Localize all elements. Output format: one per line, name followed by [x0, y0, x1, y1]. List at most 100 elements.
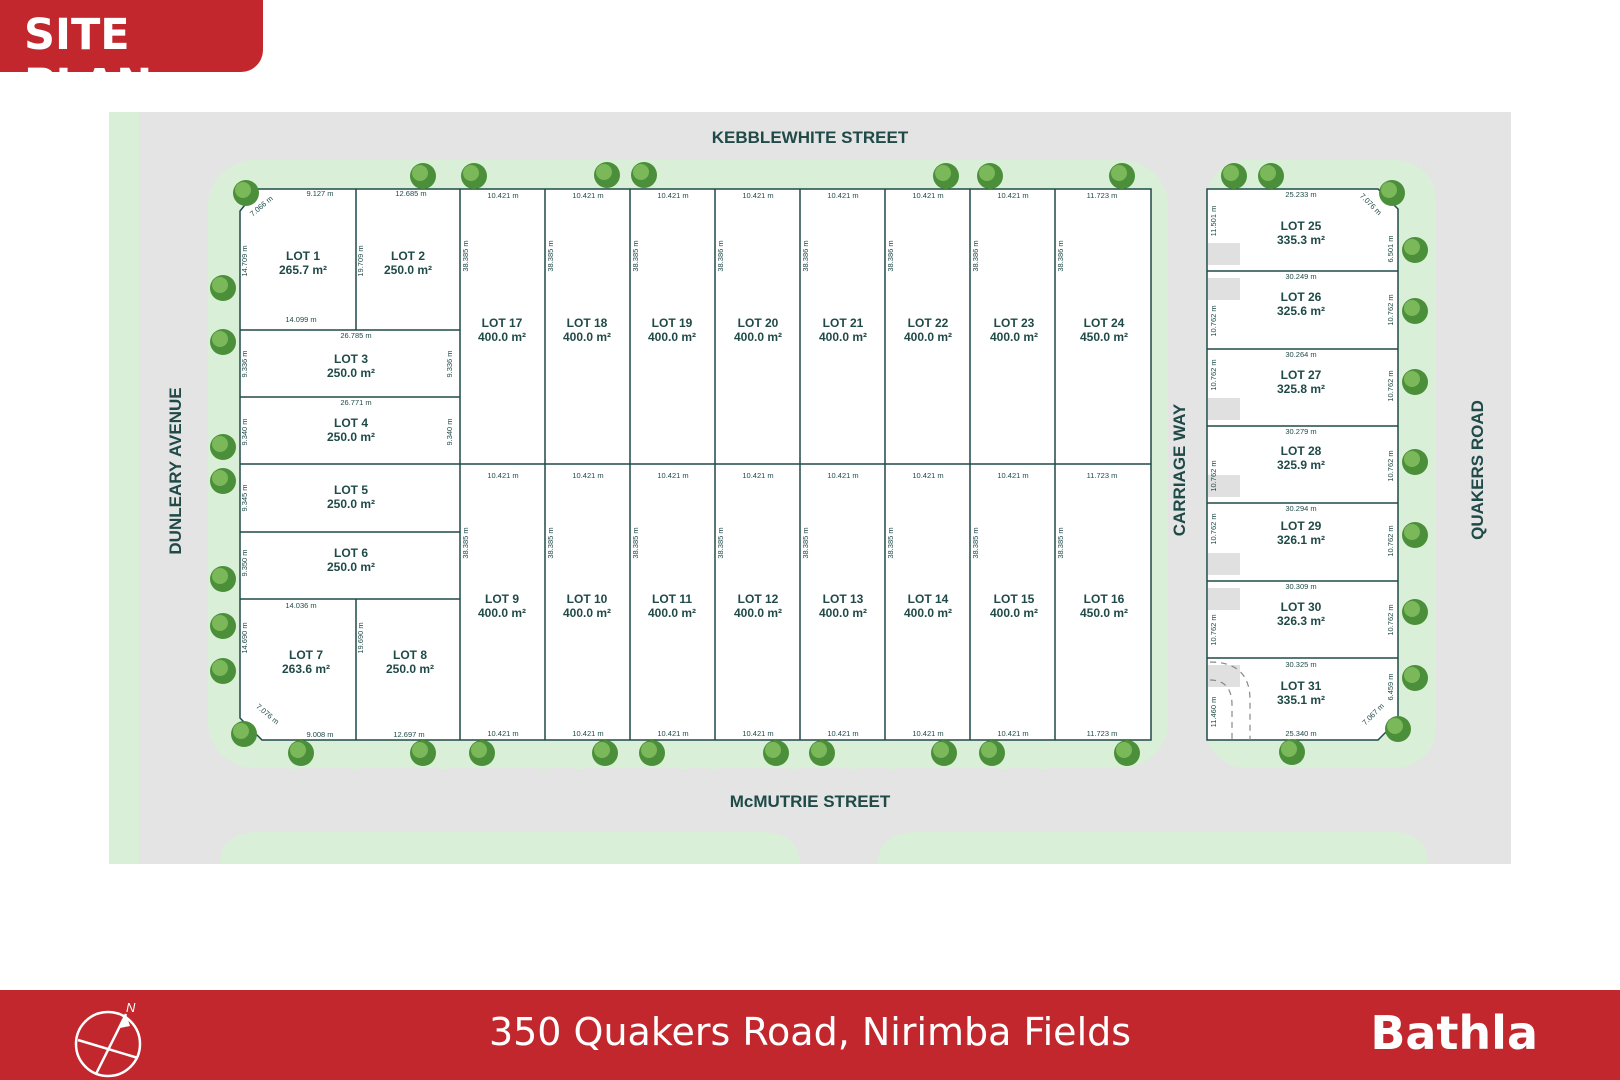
dimension-label: 10.421 m [997, 471, 1028, 480]
lot-area-label: 450.0 m² [1080, 330, 1128, 344]
lot-name-label: LOT 7 [289, 648, 323, 662]
dimension-label: 38.386 m [1056, 240, 1065, 271]
site-plan-title-badge: SITE PLAN [0, 0, 263, 110]
compass-north-label: N [126, 1000, 136, 1015]
driveway-pads [1208, 243, 1240, 687]
dimension-label: 10.762 m [1209, 460, 1218, 491]
dimension-label: 26.785 m [340, 331, 371, 340]
dimension-label: 14.036 m [285, 601, 316, 610]
street-label-middle: CARRIAGE WAY [1170, 403, 1189, 536]
dimension-label: 12.697 m [393, 730, 424, 739]
verge-tick [440, 741, 448, 769]
lot-name-label: LOT 19 [652, 316, 693, 330]
lot-name-label: LOT 20 [738, 316, 779, 330]
verge-tick [680, 741, 688, 769]
dimension-label: 12.685 m [395, 189, 426, 198]
dimension-label: 9.336 m [445, 350, 454, 377]
street-label-north: KEBBLEWHITE STREET [712, 128, 909, 147]
lot-name-label: LOT 22 [908, 316, 949, 330]
dimension-label: 30.325 m [1285, 660, 1316, 669]
dimension-label: 38.385 m [801, 527, 810, 558]
dimension-label: 11.460 m [1209, 697, 1218, 728]
dimension-label: 38.386 m [801, 240, 810, 271]
site-plan-map: KEBBLEWHITE STREET McMUTRIE STREET DUNLE… [109, 112, 1511, 864]
lot-area-label: 400.0 m² [478, 606, 526, 620]
lot-lines [240, 189, 1398, 740]
dimension-label: 38.385 m [546, 527, 555, 558]
lot-name-label: LOT 3 [334, 352, 368, 366]
dimension-label: 38.386 m [971, 240, 980, 271]
dimension-label: 19.690 m [356, 622, 365, 653]
lot-area-label: 400.0 m² [990, 330, 1038, 344]
tree-icon [210, 658, 236, 684]
dimension-label: 9.336 m [240, 350, 249, 377]
tree-icon [592, 740, 618, 766]
verge-tick [540, 741, 548, 769]
street-label-west: DUNLEARY AVENUE [166, 387, 185, 554]
dimension-label: 9.340 m [240, 418, 249, 445]
tree-icon [977, 163, 1003, 189]
dimension-label: 38.385 m [631, 527, 640, 558]
lot-name-label: LOT 24 [1084, 316, 1125, 330]
dimension-label: 9.350 m [240, 549, 249, 576]
north-compass-icon: N [74, 1000, 142, 1078]
verge-tick [575, 160, 583, 188]
lot-area-label: 335.3 m² [1277, 233, 1325, 247]
lot-area-label: 400.0 m² [819, 330, 867, 344]
lot-name-label: LOT 13 [823, 592, 864, 606]
tree-icon [1402, 449, 1428, 475]
verge-tick [850, 741, 858, 769]
dimension-label: 11.723 m [1087, 471, 1118, 480]
dimension-label: 9.340 m [445, 418, 454, 445]
lot-name-label: LOT 10 [567, 592, 608, 606]
street-label-south: McMUTRIE STREET [730, 792, 891, 811]
verge-tick [350, 160, 358, 188]
lot-name-label: LOT 2 [391, 249, 425, 263]
tree-icon [288, 740, 314, 766]
dimension-label: 38.385 m [716, 527, 725, 558]
dimension-label: 10.421 m [742, 729, 773, 738]
tree-icon [210, 468, 236, 494]
dimension-label: 10.421 m [487, 471, 518, 480]
dimension-label: 14.690 m [240, 622, 249, 653]
dimension-label: 10.421 m [912, 191, 943, 200]
tree-icon [809, 740, 835, 766]
tree-icon [210, 275, 236, 301]
tree-icon [1221, 163, 1247, 189]
verge-tick [575, 741, 583, 769]
lot-area-label: 263.6 m² [282, 662, 330, 676]
lot-area-label: 400.0 m² [648, 606, 696, 620]
page-title: SITE PLAN [24, 10, 153, 110]
dimension-label: 6.501 m [1386, 235, 1395, 262]
lot-name-label: LOT 1 [286, 249, 320, 263]
south-verge-right [878, 832, 1428, 864]
verge-tick [850, 160, 858, 188]
lot-area-label: 250.0 m² [386, 662, 434, 676]
lot-area-label: 326.1 m² [1277, 533, 1325, 547]
dimension-label: 19.709 m [356, 245, 365, 276]
dimension-label: 10.762 m [1386, 294, 1395, 325]
tree-icon [1402, 522, 1428, 548]
tree-icon [1114, 740, 1140, 766]
lot-name-label: LOT 17 [482, 316, 523, 330]
dimension-label: 38.385 m [546, 240, 555, 271]
verge-tick [710, 741, 718, 769]
dimension-label: 10.421 m [997, 191, 1028, 200]
dimension-label: 10.421 m [572, 729, 603, 738]
dimension-label: 10.421 m [742, 191, 773, 200]
lot-name-label: LOT 23 [994, 316, 1035, 330]
lot-area-label: 450.0 m² [1080, 606, 1128, 620]
dimension-label: 14.709 m [240, 245, 249, 276]
dimension-label: 10.421 m [912, 729, 943, 738]
dimension-label: 38.385 m [631, 240, 640, 271]
lot-area-label: 400.0 m² [904, 606, 952, 620]
tree-icon [933, 163, 959, 189]
dimension-label: 10.421 m [827, 471, 858, 480]
verge-tick [350, 741, 358, 769]
dimension-label: 38.386 m [716, 240, 725, 271]
tree-icon [594, 162, 620, 188]
lot-area-label: 400.0 m² [563, 606, 611, 620]
dimension-label: 25.233 m [1285, 190, 1316, 199]
dimension-label: 10.421 m [657, 191, 688, 200]
lot-area-label: 250.0 m² [384, 263, 432, 277]
